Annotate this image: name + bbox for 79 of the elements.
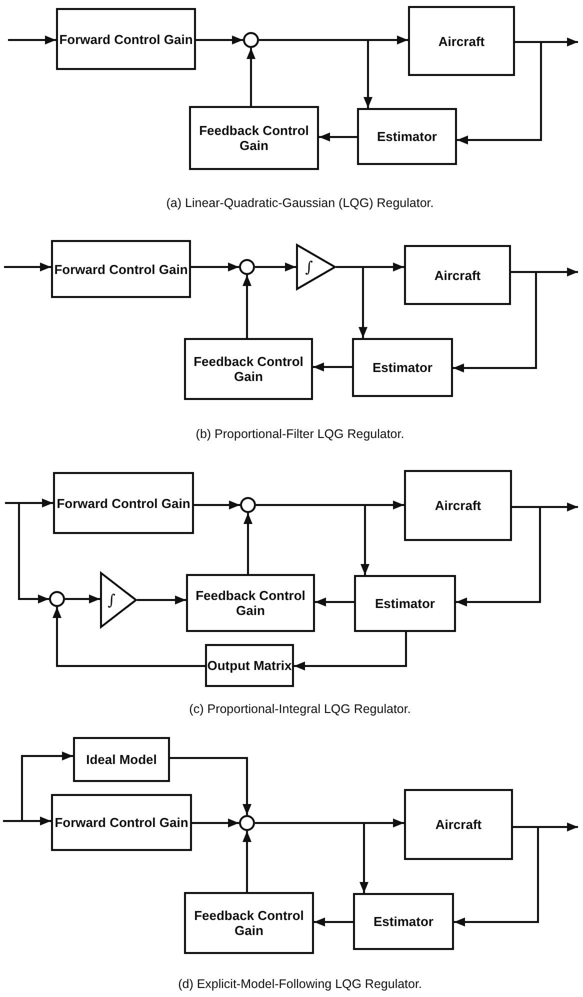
gain-block bbox=[184, 892, 314, 954]
arrow bbox=[246, 48, 256, 106]
arrow bbox=[244, 513, 252, 574]
matrix-block bbox=[205, 644, 294, 687]
arrow bbox=[52, 607, 205, 667]
arrow bbox=[194, 500, 240, 510]
arrow bbox=[191, 262, 239, 272]
arrow bbox=[457, 41, 542, 144]
block-label: Estimator bbox=[375, 596, 435, 611]
block-label: Forward Control Gain bbox=[54, 262, 188, 276]
arrow bbox=[255, 262, 296, 272]
integrator-triangle bbox=[100, 572, 137, 628]
block-label: Aircraft bbox=[435, 817, 482, 832]
arrow bbox=[8, 36, 56, 44]
block-label: Forward Control Gain bbox=[56, 496, 190, 510]
arrow bbox=[3, 752, 73, 822]
arrow bbox=[259, 39, 372, 108]
figure-caption: (a) Linear-Quadratic-Gaussian (LQG) Regulator. bbox=[166, 196, 434, 210]
arrow bbox=[314, 918, 353, 926]
arrow bbox=[4, 262, 51, 272]
arrow bbox=[456, 506, 541, 606]
arrow bbox=[256, 504, 370, 575]
figure-caption: (d) Explicit-Model-Following LQG Regulator. bbox=[178, 977, 422, 991]
integrator-triangle bbox=[296, 244, 336, 290]
arrow bbox=[65, 594, 100, 604]
block-label: Feedback Control Gain bbox=[194, 588, 306, 618]
figure-caption: (b) Proportional-Filter LQG Regulator. bbox=[196, 427, 404, 441]
estimator-block bbox=[352, 338, 453, 397]
aircraft-block bbox=[404, 789, 513, 860]
arrow bbox=[170, 757, 252, 815]
aircraft-block bbox=[404, 470, 512, 541]
gain-block bbox=[184, 338, 313, 400]
arrow bbox=[336, 266, 368, 338]
integral-sign: ∫ bbox=[305, 260, 313, 274]
block-label: Ideal Model bbox=[86, 752, 157, 767]
aircraft-block bbox=[404, 245, 511, 305]
gain-block bbox=[56, 8, 196, 70]
summing-junction bbox=[239, 815, 255, 831]
arrow bbox=[313, 362, 352, 372]
arrow bbox=[242, 831, 252, 892]
gain-block bbox=[186, 574, 315, 632]
arrow bbox=[294, 632, 407, 670]
integral-sign: ∫ bbox=[108, 592, 116, 608]
arrow bbox=[242, 275, 252, 338]
block-label: Estimator bbox=[377, 129, 437, 144]
block-label: Forward Control Gain bbox=[59, 32, 193, 46]
block-label: Aircraft bbox=[434, 498, 482, 513]
arrow bbox=[196, 36, 243, 44]
gain-block bbox=[51, 794, 192, 851]
block-label: Feedback Control Gain bbox=[193, 908, 305, 938]
gain-block bbox=[189, 106, 319, 170]
arrow bbox=[319, 132, 357, 142]
arrow bbox=[453, 271, 537, 372]
arrow bbox=[192, 818, 239, 828]
block-label: Feedback Control Gain bbox=[192, 354, 304, 384]
figure-caption: (c) Proportional-Integral LQG Regulator. bbox=[189, 702, 411, 716]
aircraft-block bbox=[408, 6, 515, 76]
gain-block bbox=[53, 472, 194, 534]
block-label: Estimator bbox=[374, 914, 434, 929]
block-label: Output Matrix bbox=[207, 658, 292, 673]
arrow bbox=[255, 822, 368, 893]
block-label: Aircraft bbox=[434, 268, 481, 282]
estimator-block bbox=[354, 575, 456, 632]
summing-junction bbox=[239, 259, 255, 275]
gain-block bbox=[51, 240, 191, 298]
summing-junction bbox=[240, 497, 256, 513]
block-label: Aircraft bbox=[438, 34, 485, 48]
estimator-block bbox=[353, 893, 454, 950]
arrow bbox=[137, 596, 186, 604]
block-label: Feedback Control Gain bbox=[198, 123, 310, 153]
block-label: Estimator bbox=[372, 360, 432, 375]
block-label: Forward Control Gain bbox=[54, 815, 188, 830]
arrow bbox=[5, 502, 49, 604]
summing-junction bbox=[243, 32, 259, 48]
arrow bbox=[315, 598, 354, 606]
summing-junction bbox=[49, 591, 65, 607]
model-block bbox=[73, 737, 170, 782]
arrow bbox=[454, 826, 539, 926]
estimator-block bbox=[357, 108, 457, 165]
